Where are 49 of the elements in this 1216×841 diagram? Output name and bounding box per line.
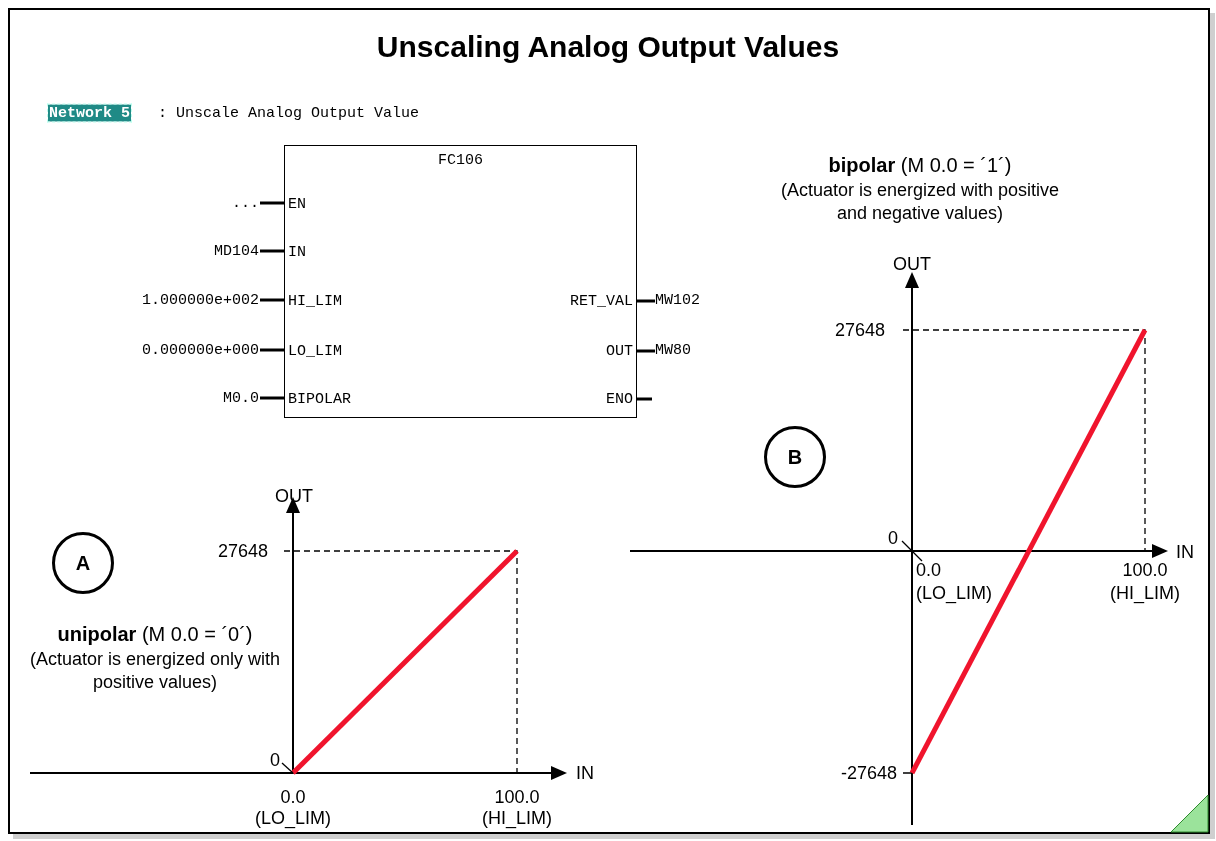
wire xyxy=(636,397,652,401)
tick-label: 27648 xyxy=(834,319,885,341)
axis-label: OUT xyxy=(893,253,931,275)
pin-name: HI_LIM xyxy=(285,292,342,310)
tick-label: (LO_LIM) xyxy=(916,582,993,604)
tick-label: 0.0 xyxy=(916,559,942,581)
tick-label: (LO_LIM) xyxy=(255,807,331,829)
operand-label: MD104 xyxy=(214,242,259,260)
operand-label: M0.0 xyxy=(223,389,259,407)
pin-name: EN xyxy=(285,195,306,213)
operand-label: ... xyxy=(232,194,259,212)
network-tag: Network 5 xyxy=(48,104,131,122)
tick-label: 0 xyxy=(888,527,898,549)
tick-label: 27648 xyxy=(217,540,268,562)
pin-name: BIPOLAR xyxy=(285,390,351,408)
tick-label: -27648 xyxy=(840,762,897,784)
chart-caption: bipolar (M 0.0 = ´1´) xyxy=(828,153,1012,177)
operand-label: 0.000000e+000 xyxy=(141,341,259,359)
caption-note: (Actuator is energized only with positive values) xyxy=(28,648,282,694)
wire xyxy=(260,348,285,352)
block-title: FC106 xyxy=(438,152,483,169)
axis-label: IN xyxy=(1176,541,1194,563)
pin-name: IN xyxy=(285,243,306,261)
pin-name: OUT xyxy=(606,342,636,360)
diagram-title: Unscaling Analog Output Values xyxy=(376,30,840,64)
pin-name: ENO xyxy=(606,390,636,408)
axis-label: OUT xyxy=(275,485,313,507)
tick-label: (HI_LIM) xyxy=(1110,582,1180,604)
operand-label: 1.000000e+002 xyxy=(141,291,259,309)
function-block xyxy=(284,145,637,418)
pin-name: RET_VAL xyxy=(570,292,636,310)
wire xyxy=(260,201,285,205)
pin-name: LO_LIM xyxy=(285,342,342,360)
tick-label: 0 xyxy=(270,749,280,771)
network-comment: : Unscale Analog Output Value xyxy=(158,104,420,122)
wire xyxy=(637,349,655,353)
operand-label: MW102 xyxy=(655,291,700,309)
chart-caption: unipolar (M 0.0 = ´0´) xyxy=(57,622,253,646)
wire xyxy=(637,299,655,303)
tick-label: 100.0 xyxy=(1122,559,1168,581)
wire xyxy=(260,298,285,302)
wire xyxy=(260,249,285,253)
axis-label: IN xyxy=(576,762,594,784)
tick-label: 100.0 xyxy=(494,786,540,808)
caption-note: (Actuator is energized with positive and negative values) xyxy=(779,179,1061,225)
wire xyxy=(260,396,285,400)
tick-label: (HI_LIM) xyxy=(482,807,552,829)
tick-label: 0.0 xyxy=(280,786,306,808)
operand-label: MW80 xyxy=(655,341,691,359)
